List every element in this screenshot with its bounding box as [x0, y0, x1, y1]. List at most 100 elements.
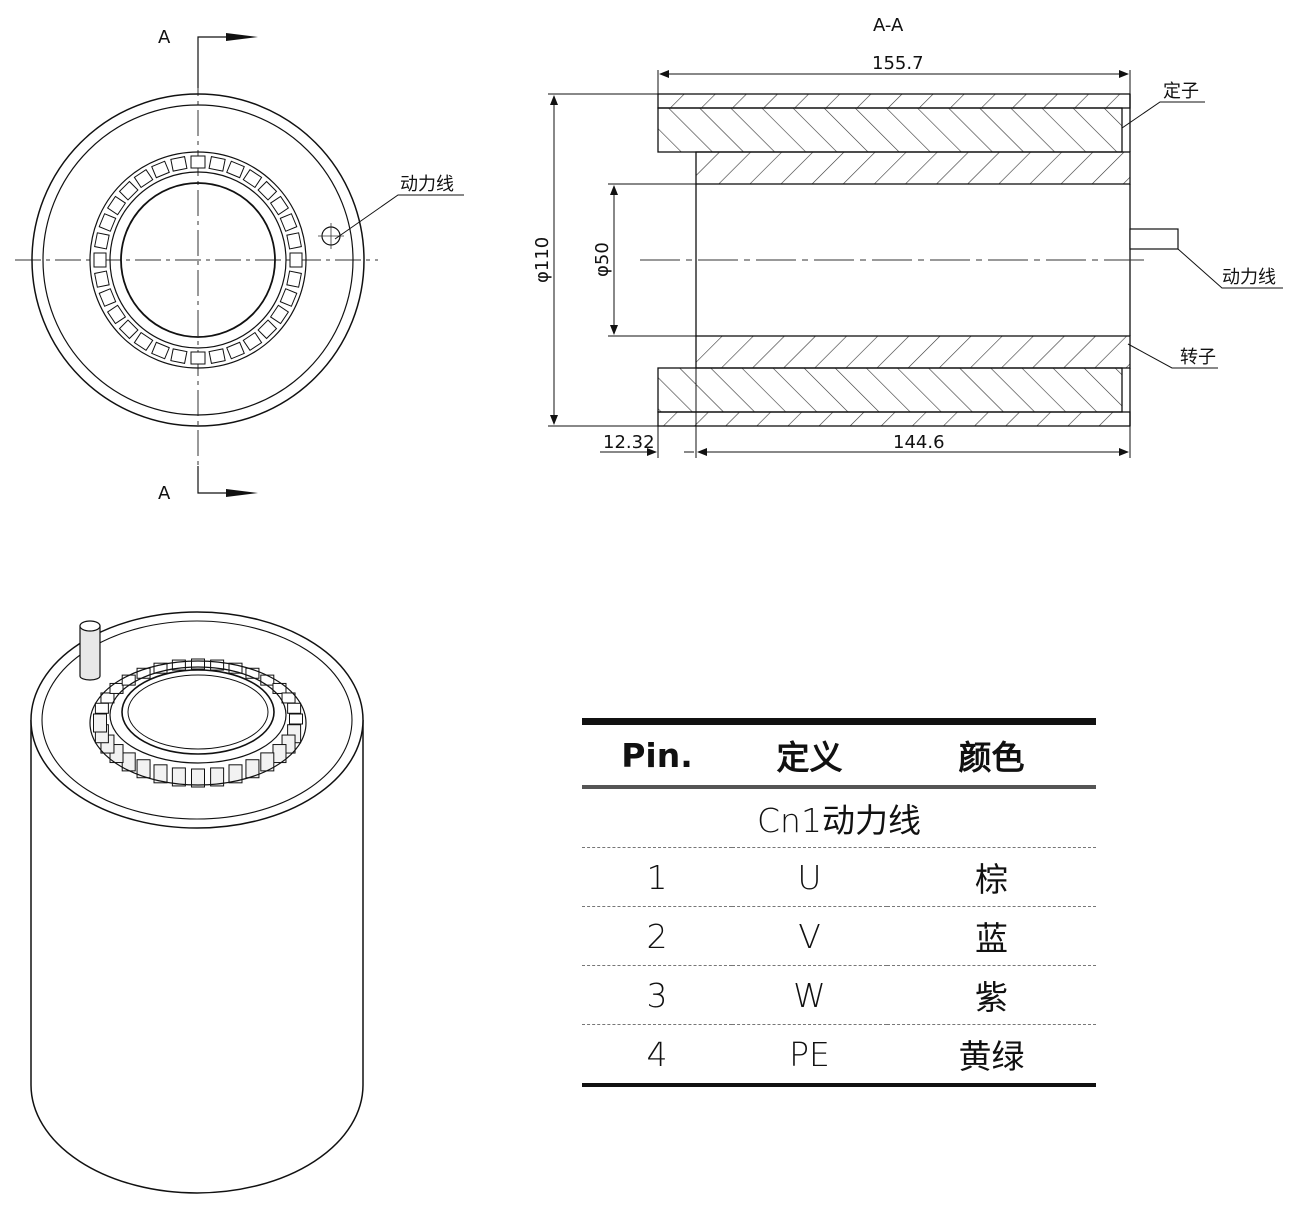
cell-definition: W [732, 965, 887, 1025]
dim-rotor-length: 144.6 [893, 432, 945, 453]
magnet-segment [226, 341, 245, 360]
cell-color: 紫 [887, 965, 1096, 1025]
rotor-top-band [695, 151, 1131, 185]
rotor-bottom-band [695, 335, 1131, 369]
iso-magnet-segment [94, 702, 109, 714]
header-color: 颜色 [887, 718, 1096, 789]
section-marker-bottom: A [158, 483, 171, 504]
iso-magnet-segment [289, 713, 303, 725]
section-line-bottom [197, 466, 230, 494]
section-title: A-A [873, 15, 904, 36]
callout-stator: 定子 [1163, 81, 1199, 102]
magnet-segment [133, 168, 154, 189]
magnet-segment [242, 168, 263, 189]
magnet-segment [151, 160, 170, 179]
magnet-segment [208, 156, 226, 172]
iso-magnet-segment [100, 692, 115, 704]
magnet-segment [133, 331, 154, 352]
stator-bottom-body [657, 367, 1123, 413]
power-cable-leader [334, 194, 464, 240]
magnet-segment [170, 348, 188, 364]
iso-magnet-segment [93, 713, 107, 733]
table-row: 1 U 棕 [582, 847, 1096, 907]
stator-bottom-band [657, 411, 1131, 427]
section-arrow-bottom [226, 489, 258, 497]
pin-definition-table: Pin. 定义 颜色 Cn1动力线 1 U 棕 2 V 蓝 3 W 紫 4 PE… [582, 718, 1096, 1087]
iso-magnet-segment [121, 674, 136, 686]
iso-magnet-segment [245, 667, 260, 679]
magnet-segment [242, 331, 263, 352]
rotor-leader [1127, 343, 1218, 369]
callout-rotor: 转子 [1180, 347, 1216, 368]
iso-magnet-segment [191, 768, 205, 788]
section-arrow-top [226, 33, 258, 41]
section-marker-top: A [158, 27, 171, 48]
magnet-segment [289, 252, 303, 268]
stator-top-band [657, 93, 1131, 109]
iso-magnet-segments [93, 658, 303, 788]
stator-top-body [657, 107, 1123, 153]
iso-magnet-segment [136, 667, 151, 679]
cylinder-body [30, 720, 364, 1194]
stator-leader [1121, 101, 1205, 129]
magnet-segment [106, 304, 127, 325]
dim-inner-diameter: φ50 [592, 242, 613, 277]
magnet-segment [257, 319, 278, 340]
iso-bore-inner [127, 674, 269, 750]
magnet-segment [118, 180, 139, 201]
cell-color: 黄绿 [887, 1024, 1096, 1087]
magnet-segment [286, 232, 302, 250]
isometric-view [30, 611, 364, 1194]
iso-magnet-ring-outer [89, 660, 307, 786]
iso-bore-outer [121, 669, 275, 755]
magnet-segment [98, 213, 117, 232]
bore-circle [120, 182, 276, 338]
iso-magnet-segment [171, 767, 186, 787]
iso-magnet-segment [260, 674, 275, 686]
cell-pin: 3 [582, 965, 732, 1025]
cell-pin: 2 [582, 906, 732, 966]
table-row: 2 V 蓝 [582, 906, 1096, 966]
power-cable-callout: 动力线 [400, 174, 454, 195]
magnet-segment [94, 270, 110, 288]
cell-color: 棕 [887, 847, 1096, 907]
iso-magnet-segment [210, 767, 225, 787]
section-view: A-A 155.7 φ110 φ50 [532, 15, 1283, 458]
dim-offset: 12.32 [603, 432, 655, 453]
cell-color: 蓝 [887, 906, 1096, 966]
magnet-segment [98, 288, 117, 307]
magnet-segment [286, 270, 302, 288]
dim-overall-length: 155.7 [872, 53, 924, 74]
magnet-segment [279, 213, 298, 232]
cell-definition: PE [732, 1024, 887, 1087]
housing-outer-circle [31, 93, 365, 427]
magnet-segment [190, 155, 206, 169]
iso-magnet-segment [153, 662, 168, 674]
iso-magnet-segment [228, 662, 243, 674]
magnet-segment [190, 351, 206, 365]
magnet-segment [118, 319, 139, 340]
table-row: 4 PE 黄绿 [582, 1024, 1096, 1087]
magnet-segment [170, 156, 188, 172]
iso-cable-pin [79, 626, 101, 681]
housing-inner-circle [42, 104, 354, 416]
magnet-ring-outer [89, 151, 307, 369]
iso-magnet-segment [109, 682, 124, 694]
iso-magnet-segment [272, 682, 287, 694]
iso-magnet-segment [153, 764, 168, 784]
iso-cable-pin-top [79, 620, 101, 632]
cylinder-top-rim [41, 620, 353, 820]
power-cable-leader-section [1177, 248, 1283, 289]
callout-power-cable: 动力线 [1222, 267, 1276, 288]
magnet-segment [226, 160, 245, 179]
dim-outer-diameter: φ110 [532, 237, 553, 283]
section-line-top [197, 36, 230, 88]
cell-pin: 4 [582, 1024, 732, 1087]
magnet-segment [269, 195, 290, 216]
magnet-segment [279, 288, 298, 307]
magnet-segment [208, 348, 226, 364]
cell-pin: 1 [582, 847, 732, 907]
magnet-segment [269, 304, 290, 325]
iso-magnet-segment [191, 658, 205, 670]
